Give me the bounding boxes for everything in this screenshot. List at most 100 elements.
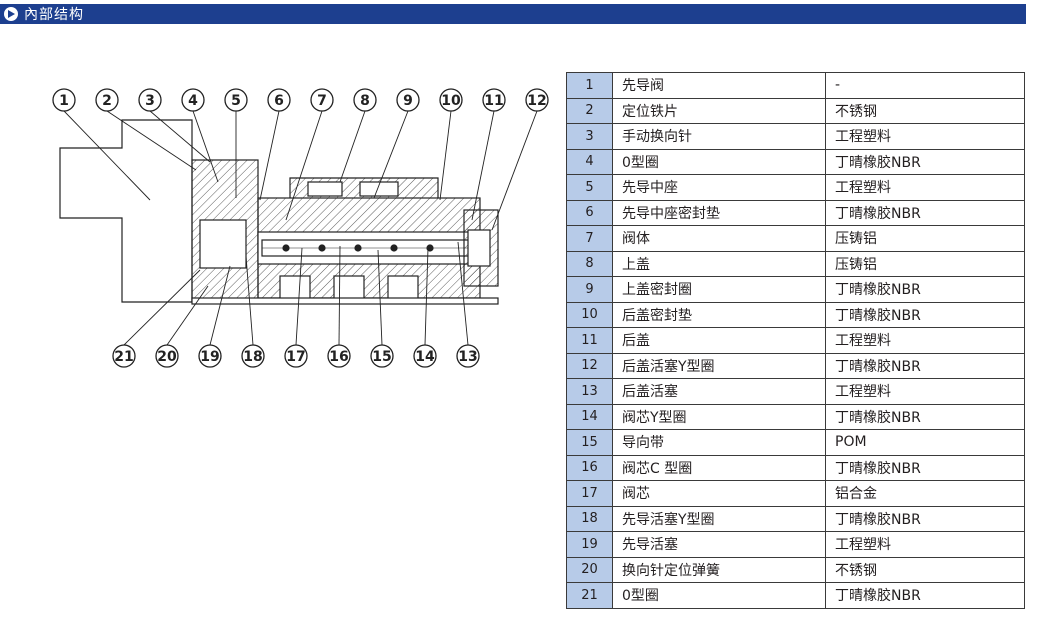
callout-circle [439,88,463,112]
part-material-cell: 不锈钢 [825,556,1025,583]
part-number-cell: 4 [566,148,613,175]
part-number-cell: 2 [566,97,613,124]
leader-line [471,110,495,221]
part-name-cell: 后盖密封垫 [612,301,826,328]
leader-line [123,269,201,346]
callout-number: 17 [286,349,305,365]
part-material-cell: 压铸铝 [825,225,1025,252]
callout-circle [155,344,179,368]
part-name-cell: 后盖活塞Y型圈 [612,352,826,379]
part-material-cell: 工程塑料 [825,327,1025,354]
callout-circle [198,344,222,368]
callout-number: 12 [527,93,546,109]
leader-line [295,247,303,346]
part-material-cell: - [825,72,1025,99]
part-number-cell: 16 [566,454,613,481]
callout-circle [310,88,334,112]
leader-line [106,110,197,171]
callout-number: 3 [145,93,155,109]
part-name-cell: 上盖密封圈 [612,276,826,303]
part-material-cell: 丁晴橡胶NBR [825,276,1025,303]
callout-number: 8 [360,93,370,109]
part-number-cell: 20 [566,556,613,583]
part-name-cell: 先导中座密封垫 [612,199,826,226]
callout-circle [327,344,351,368]
callout-circle [396,88,420,112]
part-number-cell: 3 [566,123,613,150]
callout-number: 6 [274,93,284,109]
callout-number: 21 [114,349,133,365]
leader-line [149,110,211,163]
part-material-cell: 丁晴橡胶NBR [825,454,1025,481]
part-name-cell: 阀芯C 型圈 [612,454,826,481]
callout-circle [482,88,506,112]
part-material-cell: 工程塑料 [825,378,1025,405]
part-name-cell: 0型圈 [612,582,826,609]
leader-line [285,110,323,221]
callout-circle [95,88,119,112]
callout-circle [525,88,549,112]
callout-circle [52,88,76,112]
callout-number: 4 [188,93,198,109]
pilot-valve-outline [59,119,193,303]
callout-number: 18 [243,349,262,365]
part-number-cell: 15 [566,429,613,456]
callout-number: 16 [329,349,348,365]
part-name-cell: 先导活塞Y型圈 [612,505,826,532]
callout-number: 20 [157,349,177,365]
part-name-cell: 导向带 [612,429,826,456]
callout-number: 10 [441,93,461,109]
part-number-cell: 12 [566,352,613,379]
part-material-cell: 不锈钢 [825,97,1025,124]
part-number-cell: 19 [566,531,613,558]
base-plate [191,297,499,305]
part-number-cell: 5 [566,174,613,201]
part-name-cell: 定位铁片 [612,97,826,124]
callout-circle [112,344,136,368]
arrow-right-icon [4,7,18,21]
part-number-cell: 6 [566,199,613,226]
callout-number: 13 [458,349,477,365]
part-material-cell: 工程塑料 [825,531,1025,558]
part-name-cell: 换向针定位弹簧 [612,556,826,583]
callout-number: 19 [200,349,219,365]
callout-circle [138,88,162,112]
part-material-cell: 工程塑料 [825,123,1025,150]
leader-line [439,110,452,201]
part-name-cell: 后盖活塞 [612,378,826,405]
leader-line [63,110,151,201]
part-number-cell: 11 [566,327,613,354]
callout-circle [370,344,394,368]
leader-line [338,245,341,346]
leader-line [491,110,538,231]
part-number-cell: 17 [566,480,613,507]
callout-circle [181,88,205,112]
part-number-cell: 18 [566,505,613,532]
part-material-cell: 丁晴橡胶NBR [825,148,1025,175]
part-material-cell: 工程塑料 [825,174,1025,201]
part-name-cell: 手动换向针 [612,123,826,150]
callout-number: 15 [372,349,391,365]
part-name-cell: 阀体 [612,225,826,252]
callout-number: 9 [403,93,413,109]
part-number-cell: 8 [566,250,613,277]
part-name-cell: 先导中座 [612,174,826,201]
callout-circle [267,88,291,112]
callout-circle [224,88,248,112]
